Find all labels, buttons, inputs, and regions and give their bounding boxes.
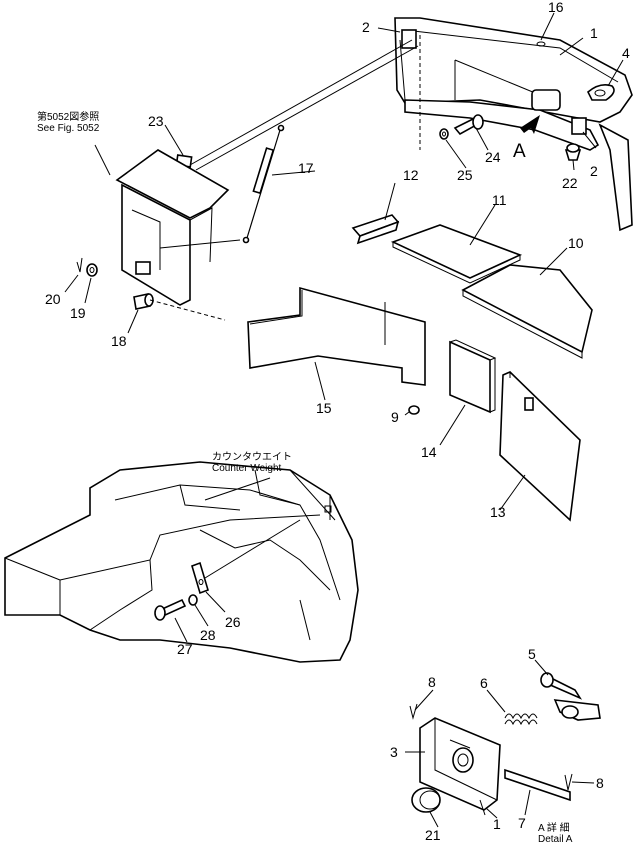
callout-1-top: 1: [590, 25, 598, 41]
arrow-a-label: A: [513, 141, 526, 162]
pad-part-10: [461, 264, 593, 359]
callout-6: 6: [480, 675, 488, 691]
sheet-part-13: [499, 371, 581, 522]
pin-part-18: [133, 293, 154, 310]
view-arrow-a: [520, 115, 540, 134]
callout-26: 26: [225, 614, 241, 630]
cap-part-21: [411, 787, 441, 813]
callout-20: 20: [45, 291, 61, 307]
gas-spring-part-17: [242, 124, 285, 244]
counter-weight: [4, 461, 359, 663]
callout-7: 7: [518, 815, 526, 831]
pin-part-8-right: [564, 773, 573, 791]
callout-8-right: 8: [596, 775, 604, 791]
bracket-part-26: [191, 561, 209, 595]
bolt-part-27: [154, 598, 187, 621]
bolt-part-24: [439, 114, 484, 140]
ring-part-9: [408, 405, 420, 415]
see-fig-jp: 第5052図参照: [37, 110, 99, 123]
block-part-12: [351, 214, 400, 245]
callout-5: 5: [528, 646, 536, 662]
pin-part-8-left: [409, 703, 418, 720]
callout-9: 9: [391, 409, 399, 425]
support-rod: [189, 39, 413, 166]
callout-1-detail: 1: [493, 816, 501, 832]
callout-2-right: 2: [590, 163, 598, 179]
callout-21: 21: [425, 827, 441, 843]
pad-part-11: [390, 224, 523, 284]
see-fig-en: See Fig. 5052: [37, 123, 100, 134]
callout-11: 11: [492, 192, 507, 208]
callout-15: 15: [316, 400, 332, 416]
spring-part-6: [504, 713, 538, 726]
callout-10: 10: [568, 235, 584, 251]
washer-part-19: [86, 263, 98, 277]
callout-27: 27: [177, 641, 193, 657]
callout-23: 23: [148, 113, 164, 129]
callout-8-left: 8: [428, 674, 436, 690]
pin-part-20: [76, 257, 83, 273]
callout-3: 3: [390, 744, 398, 760]
counter-weight-en: Counter Weight: [212, 463, 282, 474]
sheet-part-14: [449, 339, 497, 414]
detail-a-jp: A 詳 細: [538, 821, 570, 834]
detail-a-lock: [419, 717, 501, 816]
callout-13: 13: [490, 504, 506, 520]
callout-numbers: 16 1 2 4 2 22 24 25 A 17 23 第5052図参照 See…: [37, 0, 630, 845]
detail-a-en: Detail A: [538, 834, 573, 845]
leader-lines: [64, 12, 624, 828]
counter-weight-jp: カウンタウエイト: [212, 451, 292, 463]
latch-part-4: [587, 84, 615, 101]
sheet-part-15: [247, 286, 426, 386]
callout-28: 28: [200, 627, 216, 643]
stay-bracket: [115, 149, 241, 306]
callout-19: 19: [70, 305, 86, 321]
callout-25: 25: [457, 167, 473, 183]
callout-17: 17: [298, 160, 314, 176]
washer-part-28: [188, 594, 198, 606]
callout-4: 4: [622, 45, 630, 61]
callout-2-top-left: 2: [362, 19, 370, 35]
callout-24: 24: [485, 149, 501, 165]
stopper-part-22: [564, 143, 582, 161]
callout-14: 14: [421, 444, 437, 460]
callout-12: 12: [403, 167, 419, 183]
callout-22: 22: [562, 175, 578, 191]
rod-part-7: [504, 768, 571, 802]
handle-part-5: [540, 672, 601, 721]
callout-18: 18: [111, 333, 127, 349]
engine-hood: [394, 17, 633, 232]
callout-16: 16: [548, 0, 564, 15]
